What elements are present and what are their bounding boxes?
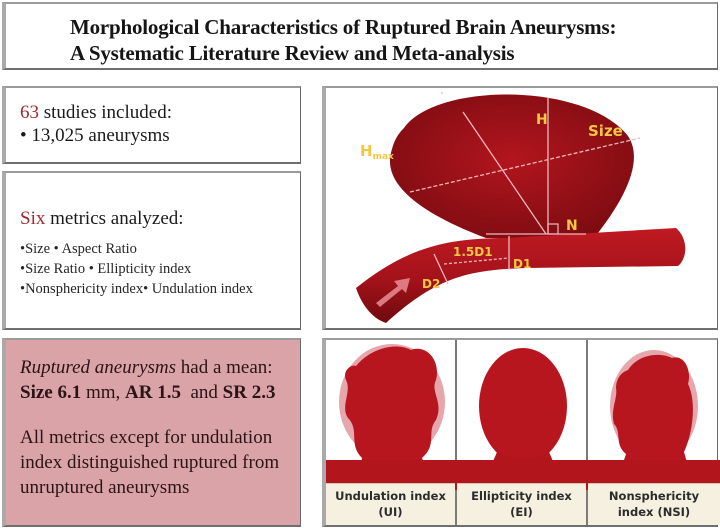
conclusion-text: All metrics except for undulation index … bbox=[20, 427, 280, 498]
title-line-2: A Systematic Literature Review and Meta-… bbox=[70, 41, 515, 65]
mean-values: Ruptured aneurysms had a mean: Size 6.1 … bbox=[20, 355, 275, 405]
and-text: and bbox=[180, 382, 223, 403]
studies-heading: 63 studies included: bbox=[20, 101, 172, 124]
studies-box: 63 studies included: • 13,025 aneurysms bbox=[2, 86, 301, 164]
measurement-lines bbox=[409, 92, 641, 285]
aneurysm-diagram: H Hmax Size N D1 1.5D1 D2 bbox=[322, 86, 718, 330]
right-angle-marker-icon bbox=[547, 223, 559, 235]
metrics-heading: Six metrics analyzed: bbox=[20, 207, 184, 230]
summary-box: Ruptured aneurysms had a mean: Size 6.1 … bbox=[2, 338, 301, 527]
ar-value: AR 1.5 bbox=[125, 382, 181, 403]
flow-arrow-icon bbox=[376, 278, 410, 307]
studies-count: 63 bbox=[20, 102, 39, 123]
aneurysm-dome bbox=[389, 94, 634, 238]
metrics-count: Six bbox=[20, 208, 46, 229]
metrics-heading-text: metrics analyzed: bbox=[45, 208, 184, 229]
label-d1: D1 bbox=[513, 257, 531, 271]
undulation-shape-icon bbox=[326, 344, 457, 490]
caption-ellipticity: Ellipticity index(EI) bbox=[457, 483, 586, 525]
page-title: Morphological Characteristics of Rupture… bbox=[70, 14, 616, 66]
studies-heading-text: studies included: bbox=[39, 102, 172, 123]
size-value: Size 6.1 bbox=[20, 382, 82, 403]
ruptured-label: Ruptured aneurysms bbox=[20, 357, 177, 378]
label-h: H bbox=[536, 112, 548, 128]
nonsphericity-shape-icon bbox=[588, 350, 720, 490]
ellipticity-shape-icon bbox=[457, 348, 588, 490]
shape-index-panels: Undulation index(UI) Ellipticity index(E… bbox=[322, 338, 720, 527]
title-box: Morphological Characteristics of Rupture… bbox=[2, 2, 718, 70]
label-1-5-d1: 1.5D1 bbox=[453, 245, 493, 259]
caption-undulation: Undulation index(UI) bbox=[326, 483, 455, 525]
metrics-line: •Size Ratio • Ellipticity index bbox=[20, 261, 192, 277]
label-hmax: Hmax bbox=[360, 142, 394, 162]
metrics-list: •Size • Aspect Ratio •Size Ratio • Ellip… bbox=[20, 239, 253, 299]
parent-vessel bbox=[356, 228, 686, 323]
size-unit: mm, bbox=[81, 382, 126, 403]
panel-undulation: Undulation index(UI) bbox=[326, 340, 457, 525]
sr-value: SR 2.3 bbox=[222, 382, 276, 403]
label-size: Size bbox=[588, 122, 623, 140]
label-n: N bbox=[566, 218, 578, 234]
aneurysm-count: • 13,025 aneurysms bbox=[20, 125, 170, 146]
panel-ellipticity: Ellipticity index(EI) bbox=[457, 340, 588, 525]
mean-lead: had a mean: bbox=[176, 357, 273, 378]
title-line-1: Morphological Characteristics of Rupture… bbox=[70, 15, 617, 39]
label-d2: D2 bbox=[422, 277, 440, 291]
metrics-line: •Size • Aspect Ratio bbox=[20, 241, 137, 257]
metrics-line: •Nonsphericity index• Undulation index bbox=[20, 281, 253, 297]
aneurysm-geometry-illustration: H Hmax Size N D1 1.5D1 D2 bbox=[356, 92, 686, 323]
metrics-box: Six metrics analyzed: •Size • Aspect Rat… bbox=[2, 171, 301, 330]
